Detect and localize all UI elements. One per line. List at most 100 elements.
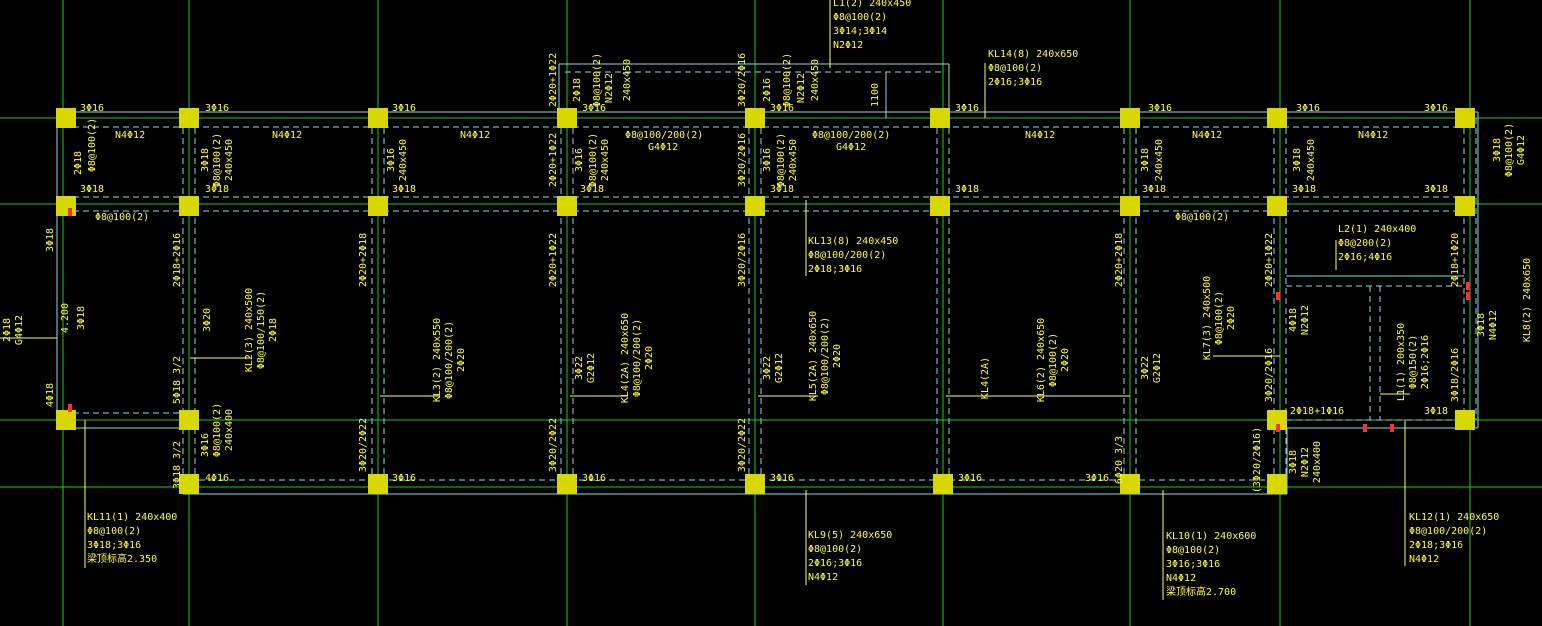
top-label: 3Φ16 [80, 103, 104, 114]
vertical-label: G4Φ12 [14, 315, 25, 345]
vertical-label: 3Φ18/2Φ16 [1450, 348, 1461, 402]
vertical-label: 3Φ20/2Φ16 [737, 53, 748, 107]
row2-label: 3Φ18 [392, 184, 416, 195]
vertical-label: 240x400 [224, 409, 235, 451]
bottom-label: 2Φ18+1Φ16 [1290, 406, 1344, 417]
bottom-label: 4Φ16 [205, 473, 229, 484]
beam-annotation-l1: L1(2) 240x450 Φ8@100(2) 3Φ14;3Φ14 N2Φ12 [833, 0, 911, 51]
leader-lines [0, 0, 1410, 600]
vertical-label: Φ8@100/200(2) [632, 319, 643, 397]
vertical-label: 3Φ18 [76, 306, 87, 330]
vertical-label: 4Φ18 [45, 383, 56, 407]
column [1267, 108, 1287, 128]
beam-annotation-kl11: KL11(1) 240x400 Φ8@100(2) 3Φ18;3Φ16 梁顶标高… [87, 512, 177, 565]
vertical-label: Φ8@100(2) [588, 133, 599, 187]
vertical-label: 2Φ20 [456, 348, 467, 372]
red-mark [68, 208, 72, 216]
vertical-label: KL4(2A) [980, 357, 991, 399]
vertical-label: 3Φ18 [1140, 148, 1151, 172]
vertical-label: Φ8@100(2) [87, 118, 98, 172]
bottom-rebar-labels: 4Φ16 3Φ16 3Φ16 3Φ16 3Φ16 3Φ16 2Φ18+1Φ16 … [205, 406, 1448, 484]
n-label: G4Φ12 [648, 142, 678, 153]
row2-label: 3Φ18 [1142, 184, 1166, 195]
vertical-label: G2Φ12 [586, 353, 597, 383]
vertical-label: KL5(2A) 240x650 [808, 311, 819, 401]
red-mark [68, 404, 72, 412]
column [1455, 410, 1475, 430]
bottom-label: 3Φ16 [1085, 473, 1109, 484]
column [179, 474, 199, 494]
top-label: 3Φ16 [392, 103, 416, 114]
vertical-label: Φ8@100(2) [1214, 291, 1225, 345]
bottom-label: 3Φ16 [770, 473, 794, 484]
row2-rebar-labels: 3Φ18 3Φ18 3Φ18 3Φ18 3Φ18 3Φ18 3Φ18 3Φ18 … [80, 184, 1448, 195]
vertical-label: 3Φ22 [762, 356, 773, 380]
vertical-label: KL2(3) 240x500 [244, 288, 255, 372]
vertical-label: G2Φ12 [1152, 353, 1163, 383]
column [56, 410, 76, 430]
vertical-label: 240x450 [788, 139, 799, 181]
vertical-label: 2Φ18+1Φ20 [1450, 233, 1461, 287]
vertical-label: Φ8@100/150(2) [256, 291, 267, 369]
vertical-label: 5Φ18 3/2 [172, 356, 183, 404]
column [557, 108, 577, 128]
vertical-label: N2Φ12 [604, 73, 615, 103]
beam-annotation-kl10: KL10(1) 240x600 Φ8@100(2) 3Φ16;3Φ16 N4Φ1… [1166, 531, 1256, 598]
column [368, 108, 388, 128]
column [1120, 196, 1140, 216]
column [1455, 196, 1475, 216]
beam-label-line: KL13(8) 240x450 [808, 236, 898, 247]
vertical-label: L1(1) 200x350 [1396, 323, 1407, 401]
top-rebar-labels: 3Φ16 3Φ16 3Φ16 3Φ16 3Φ16 3Φ16 3Φ16 3Φ16 … [80, 103, 1448, 114]
column [557, 474, 577, 494]
beam-label-line: Φ8@100/200(2) [1409, 526, 1487, 537]
top-label: 3Φ16 [1296, 103, 1320, 114]
top-label: 3Φ16 [1148, 103, 1172, 114]
column [368, 196, 388, 216]
beam-label-line: Φ8@100(2) [833, 12, 887, 23]
bottom-label: 3Φ16 [392, 473, 416, 484]
column [368, 474, 388, 494]
beam-label-line: KL10(1) 240x600 [1166, 531, 1256, 542]
vertical-label: G4Φ12 [1516, 135, 1527, 165]
vertical-label: 240x450 [810, 59, 821, 101]
vertical-label: 3Φ22 [1140, 356, 1151, 380]
bottom-label: 3Φ18 [1424, 406, 1448, 417]
vertical-label: 3Φ20/2Φ16 [737, 233, 748, 287]
vertical-label: 3Φ20/2Φ22 [358, 418, 369, 472]
beam-annotation-l2: L2(1) 240x400 Φ8@200(2) 2Φ16;4Φ16 [1338, 224, 1416, 263]
beam-label-line: Φ8@200(2) [1338, 238, 1392, 249]
vertical-label: 240x450 [224, 139, 235, 181]
beam-annotation-kl13: KL13(8) 240x450 Φ8@100/200(2) 2Φ18;3Φ16 [808, 236, 898, 275]
red-mark [1390, 424, 1394, 432]
red-mark [1466, 292, 1470, 300]
beam-label-line: Φ8@100(2) [808, 544, 862, 555]
red-mark [1276, 292, 1280, 300]
beam-label-line: 2Φ18;3Φ16 [808, 264, 862, 275]
beam-label-line: KL9(5) 240x650 [808, 530, 892, 541]
vertical-label: 3Φ16 [386, 148, 397, 172]
row2-label: 3Φ18 [80, 184, 104, 195]
vertical-label: 240x450 [600, 139, 611, 181]
column [1120, 108, 1140, 128]
top-label: 3Φ16 [955, 103, 979, 114]
n-label: G4Φ12 [836, 142, 866, 153]
vertical-label: 3Φ20 [202, 308, 213, 332]
vertical-label: 2Φ20+1Φ22 [548, 53, 559, 107]
column [179, 410, 199, 430]
beam-label-line: 2Φ16;3Φ16 [808, 558, 862, 569]
n-label: N4Φ12 [1192, 130, 1222, 141]
column [179, 108, 199, 128]
column [179, 196, 199, 216]
beam-label-line: L1(2) 240x450 [833, 0, 911, 9]
red-mark [1276, 424, 1280, 432]
vertical-label: 3Φ18 3/2 [172, 441, 183, 489]
vertical-label: 2Φ20+1Φ22 [548, 133, 559, 187]
vertical-label: 2Φ16 [762, 78, 773, 102]
beam-label-line: N4Φ12 [808, 572, 838, 583]
beam-label-line: 2Φ16;4Φ16 [1338, 252, 1392, 263]
vertical-label: KL7(3) 240x500 [1202, 276, 1213, 360]
vertical-label: 3Φ20/2Φ22 [548, 418, 559, 472]
column [930, 108, 950, 128]
